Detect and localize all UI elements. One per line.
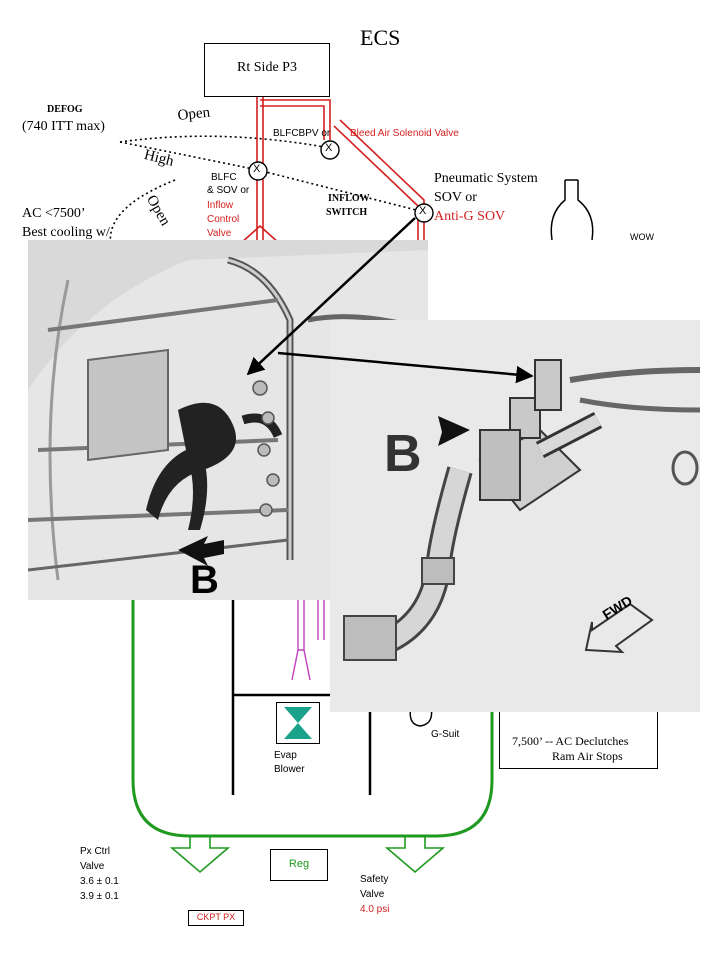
inflow-control-label-3: Valve: [207, 228, 232, 239]
outflow-arrows: [169, 836, 446, 874]
source-box-label: Rt Side P3: [237, 60, 297, 75]
g-suit-connector: [409, 701, 433, 727]
itt-max-label: (740 ITT max): [22, 119, 105, 134]
declutch-line-1: 7,500’ -- AC Declutches: [512, 734, 629, 748]
inflow-switch-label-1: INFLOW: [328, 193, 370, 204]
source-box: Rt Side P3: [204, 43, 330, 97]
evap-blower-icon: [284, 707, 312, 739]
declutch-line-2: Ram Air Stops: [552, 749, 623, 763]
anti-g-valve-mark: X: [419, 205, 427, 217]
regulator-box: Reg: [270, 849, 328, 881]
evap-label-1: Evap: [274, 750, 297, 761]
diagram-title: ECS: [360, 25, 401, 50]
pneumatic-label-1: Pneumatic System: [434, 171, 538, 186]
dotted-line-high: [119, 141, 259, 171]
aircraft-frame-photo: B: [28, 240, 428, 600]
inflow-control-label-2: Control: [207, 214, 240, 225]
ckpt-px-box: CKPT PX: [188, 910, 244, 926]
anti-g-valve-circle: [414, 203, 434, 223]
accumulator-outline: [550, 179, 594, 241]
ac-limit-label: AC <7500’: [22, 206, 86, 221]
safety-valve-label-2: Valve: [360, 889, 385, 900]
defog-label: DEFOG: [47, 104, 83, 115]
regulator-label: Reg: [288, 858, 310, 870]
callout-b-left: B: [190, 558, 219, 600]
safety-valve-label-1: Safety: [360, 874, 389, 885]
px-ctrl-label-4: 3.9 ± 0.1: [80, 891, 119, 902]
pneumatic-label-2: SOV or: [434, 190, 477, 205]
dotted-line-switch: [257, 169, 425, 213]
px-ctrl-label-3: 3.6 ± 0.1: [80, 876, 119, 887]
declutch-note: 7,500’ -- AC Declutches Ram Air Stops: [499, 712, 658, 769]
wow-label: WOW: [630, 232, 654, 242]
g-suit-label: G-Suit: [431, 729, 460, 740]
blfc-label-1: BLFC: [211, 172, 237, 183]
bleed-valve-circle: [320, 140, 340, 160]
valve-detail-photo: B FWD: [330, 320, 700, 712]
anti-g-sov-label: Anti-G SOV: [434, 209, 506, 224]
bleed-valve-mark: X: [325, 142, 333, 154]
best-cooling-label: Best cooling w/: [22, 225, 110, 240]
magenta-lines: [291, 600, 325, 681]
valve-photo-sketch: [330, 320, 700, 712]
blfcbpv-label: BLFCBPV or: [273, 128, 331, 139]
px-ctrl-label-1: Px Ctrl: [80, 846, 110, 857]
dotted-line-open-left: [109, 179, 176, 251]
inflow-switch-label-2: SWITCH: [326, 207, 368, 218]
safety-valve-label-3: 4.0 psi: [360, 904, 390, 915]
open-top-label: Open: [176, 104, 211, 124]
blfc-valve-circle: [248, 161, 268, 181]
blfc-label-2: & SOV or: [207, 185, 250, 196]
inflow-control-label-1: Inflow: [207, 200, 234, 211]
cabin-outline: [131, 600, 494, 838]
bleed-air-solenoid-label: Bleed Air Solenoid Valve: [350, 128, 459, 139]
blfc-valve-mark: X: [253, 163, 261, 175]
callout-b-right: B: [384, 425, 422, 483]
evap-blower-symbol: [276, 702, 320, 744]
evap-label-2: Blower: [274, 764, 305, 775]
ckpt-px-label: CKPT PX: [196, 912, 236, 922]
px-ctrl-label-2: Valve: [80, 861, 105, 872]
